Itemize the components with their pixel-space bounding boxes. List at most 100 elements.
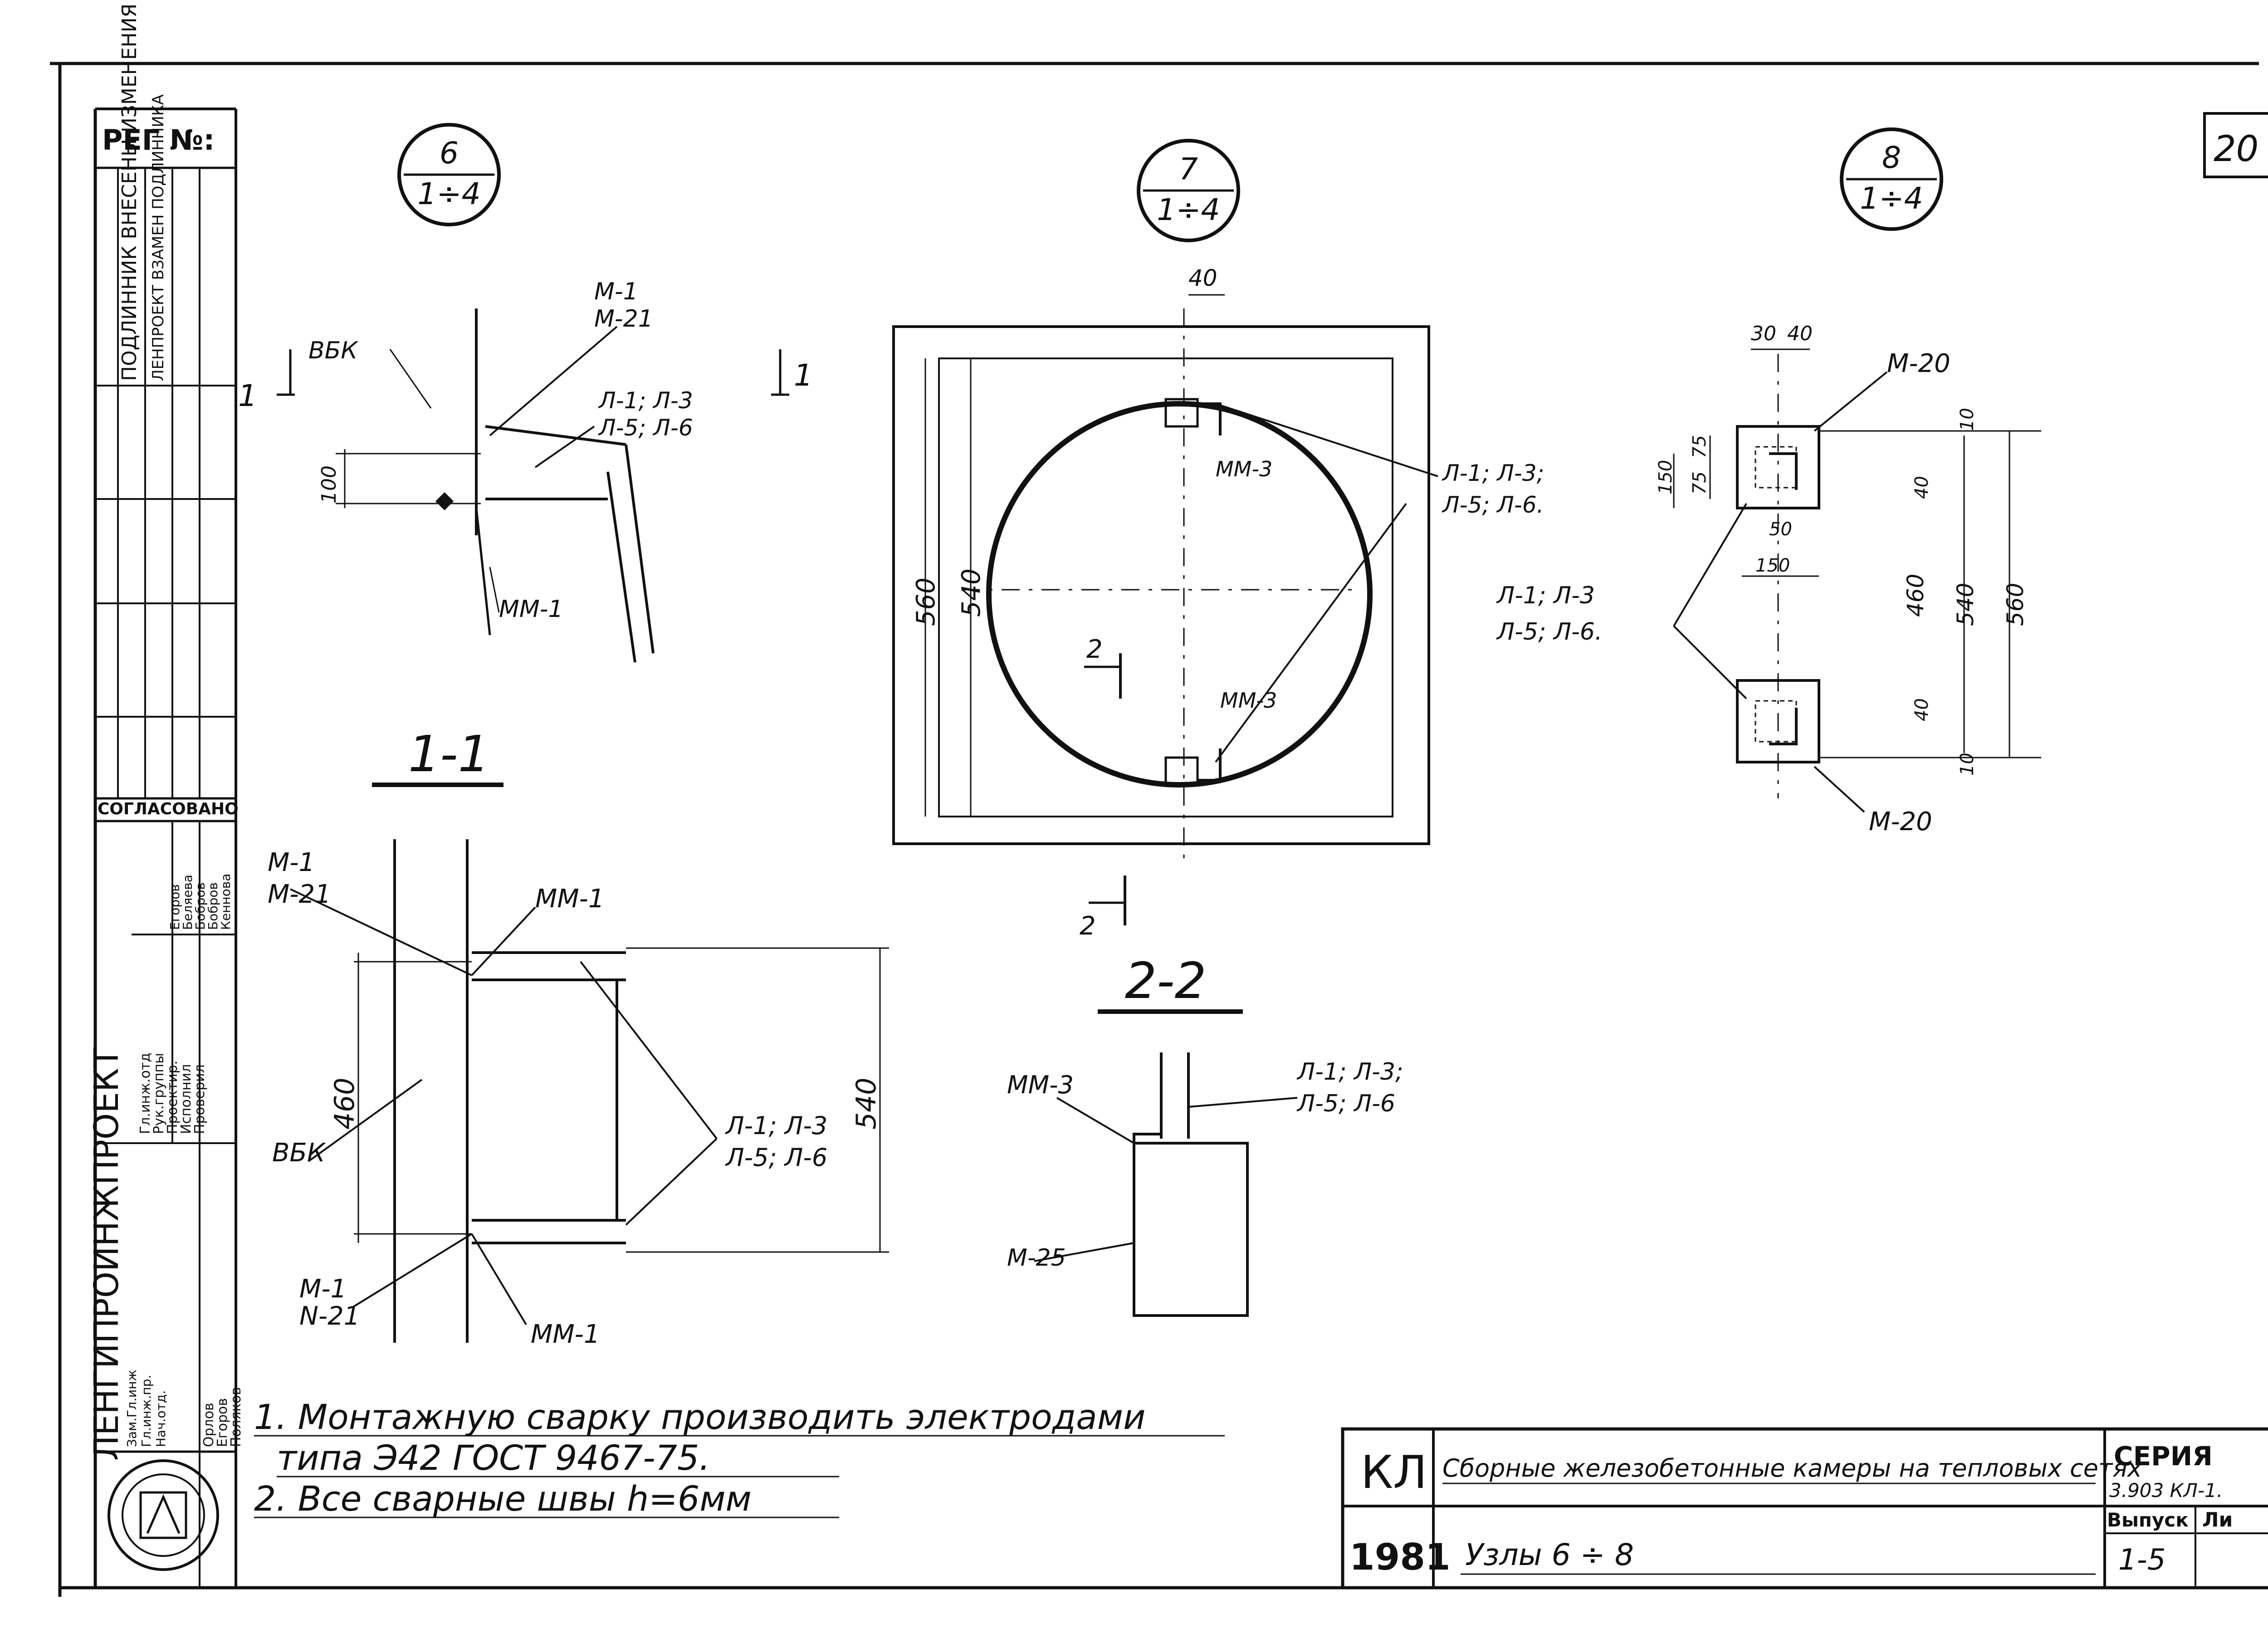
title-block: КЛ 1981 Сборные железобетонные камеры на…: [1341, 1427, 2268, 1590]
strip-org: ЛЕНГИПРОИНЖПРОЕКТ: [87, 1047, 126, 1461]
strip-agreed: СОГЛАСОВАНО: [98, 800, 239, 818]
node7-mm3a: ММ-3: [1216, 457, 1272, 481]
sec11-mm1b: ММ-1: [531, 1320, 600, 1349]
strip-logo: [108, 1459, 219, 1571]
node8-d50: 50: [1769, 519, 1792, 540]
sec11-l1: Л-1; Л-3: [725, 1111, 827, 1140]
node6-m21: М-21: [594, 305, 653, 333]
sec22-l2: Л-5; Л-6: [1296, 1090, 1395, 1117]
node6-mm1: ММ-1: [499, 596, 563, 623]
node8-d75b: 75: [1689, 435, 1710, 458]
node-bubble-7: 7 1÷4: [1137, 139, 1240, 242]
node8-detail: 30 40 М-20 М-20 150 75 75 50 150 10 40 4…: [1496, 322, 2041, 837]
node7-l1: Л-1; Л-3;: [1442, 460, 1545, 486]
tb-subtitle: Узлы 6 ÷ 8: [1465, 1537, 1634, 1572]
sec11-vbk: ВБК: [272, 1138, 326, 1168]
node8-d40: 40: [1787, 322, 1813, 345]
strip-header: ПОДЛИННИК ВНЕСЕНЫ ИЗМЕНЕНИЯ: [118, 4, 141, 381]
node8-d10b: 10: [1957, 753, 1978, 776]
node8-m20b: М-20: [1869, 807, 1932, 837]
strip-name-2: Бобров: [193, 882, 208, 930]
node8-d460: 460: [1902, 574, 1929, 617]
node7-mm3b: ММ-3: [1220, 688, 1277, 713]
tb-sheet-label: Ли: [2202, 1508, 2233, 1531]
note-1: 1. Монтажную сварку производить электрод…: [254, 1397, 1145, 1437]
node8-d30: 30: [1751, 322, 1776, 345]
sec22-m25: М-25: [1007, 1244, 1066, 1272]
section22-title: 2-2: [1125, 952, 1207, 1010]
tb-series-label: СЕРИЯ: [2114, 1441, 2213, 1472]
node6-dim100: 100: [318, 465, 341, 504]
node6-vbk: ВБК: [308, 337, 358, 364]
sec11-mm1a: ММ-1: [535, 884, 604, 914]
node8-l2: Л-5; Л-6.: [1496, 618, 1602, 646]
node-bubble-8: 8 1÷4: [1840, 127, 1943, 231]
sec22-l1: Л-1; Л-3;: [1296, 1058, 1403, 1086]
sec22-mm3: ММ-3: [1007, 1071, 1074, 1099]
node8-l1: Л-1; Л-3: [1496, 582, 1595, 609]
node7-detail: 40 ММ-3 ММ-3 Л-1; Л-3; Л-5; Л-6. 560 540…: [892, 265, 1545, 941]
strip-role-2: Проектир.: [165, 1061, 181, 1134]
node-num-8: 8: [1882, 140, 1901, 175]
strip-chief-0: Зам.Гл.инж: [124, 1370, 139, 1447]
node7-d560: 560: [911, 577, 941, 626]
sec11-d460: 460: [329, 1077, 361, 1130]
strip-role-1: Рук.группы: [151, 1053, 167, 1134]
strip-name-1: Беляева: [180, 875, 195, 930]
tb-issue-label: Выпуск: [2107, 1509, 2189, 1531]
node-scale-8: 1÷4: [1860, 181, 1923, 216]
node8-d560: 560: [2002, 583, 2028, 626]
note-1b: типа Э42 ГОСТ 9467-75.: [277, 1438, 710, 1478]
strip-role-3: Исполнил: [178, 1064, 194, 1134]
strip-name-3: Бобров: [205, 882, 220, 930]
sec11-d540: 540: [850, 1077, 882, 1130]
sheet-number: 20: [2214, 129, 2258, 170]
reg-label: РЕГ №:: [102, 123, 215, 157]
strip-role-4: Проверил: [192, 1064, 208, 1134]
strip-roles: Гл.инж.отдРук.группыПроектир.ИсполнилПро…: [124, 873, 244, 1447]
left-strip: РЕГ №: ПОДЛИННИК ВНЕСЕНЫ ИЗМЕНЕНИЯ ЛЕНПР…: [95, 4, 239, 1588]
strip-sub: ЛЕНПРОЕКТ ВЗАМЕН ПОДЛИННИКА: [149, 94, 167, 381]
node8-d40b: 40: [1911, 698, 1932, 721]
strip-role-0: Гл.инж.отд: [137, 1053, 153, 1134]
sec11-m21a: М-21: [268, 880, 331, 909]
tb-year: 1981: [1349, 1536, 1451, 1578]
node6-detail: 1 1 ВБК М-1 М-21 Л-1; Л-3 Л-5; Л-6 ММ-1 …: [238, 278, 813, 663]
note-2: 2. Все сварные швы h=6мм: [254, 1478, 752, 1519]
node7-sec-b: 2: [1080, 911, 1096, 941]
node7-l2: Л-5; Л-6.: [1442, 492, 1544, 518]
node-num-7: 7: [1179, 152, 1198, 186]
tb-issue-value: 1-5: [2118, 1543, 2166, 1577]
tb-title: Сборные железобетонные камеры на тепловы…: [1442, 1454, 2142, 1482]
node8-d10a: 10: [1957, 408, 1978, 431]
node8-d540: 540: [1952, 583, 1979, 626]
org-name: ЛЕНГИПРОИНЖПРОЕКТ: [87, 1047, 126, 1461]
node-scale-7: 1÷4: [1157, 192, 1220, 227]
strip-chief-name-2: Поляков: [228, 1387, 244, 1447]
node6-l1: Л-1; Л-3: [598, 387, 693, 414]
node6-m1: М-1: [594, 278, 638, 305]
tb-series-value: 3.903 КЛ-1.: [2109, 1479, 2223, 1502]
node8-d40a: 40: [1911, 476, 1932, 499]
node6-l2: Л-5; Л-6: [598, 415, 693, 441]
node-scale-6: 1÷4: [417, 176, 480, 211]
node8-d75a: 75: [1689, 471, 1710, 494]
notes: 1. Монтажную сварку производить электрод…: [254, 1397, 1225, 1519]
node-bubble-6: 6 1÷4: [397, 123, 501, 226]
node8-m20a: М-20: [1887, 349, 1950, 378]
tb-code: КЛ: [1361, 1446, 1427, 1499]
sec11-n21: N-21: [299, 1301, 360, 1331]
strip-name-4: Кеннова: [218, 873, 233, 930]
strip-chief-name-1: Егоров: [215, 1398, 230, 1447]
strip-chief-1: Гл.инж.пр.: [139, 1375, 154, 1447]
strip-name-0: Егоров: [167, 884, 182, 930]
node8-d150a: 150: [1655, 460, 1676, 494]
sec11-m1a: М-1: [268, 848, 315, 877]
section-2-2: 2-2 ММ-3 Л-1; Л-3; Л-5; Л-6 М-25: [1007, 952, 1403, 1317]
node7-dim40: 40: [1188, 265, 1217, 291]
sec11-m1b: М-1: [299, 1274, 347, 1304]
node7-sec-a: 2: [1086, 635, 1103, 664]
sheet-number-box: 20: [2203, 112, 2268, 178]
strip-chief-name-0: Орлов: [201, 1403, 217, 1447]
